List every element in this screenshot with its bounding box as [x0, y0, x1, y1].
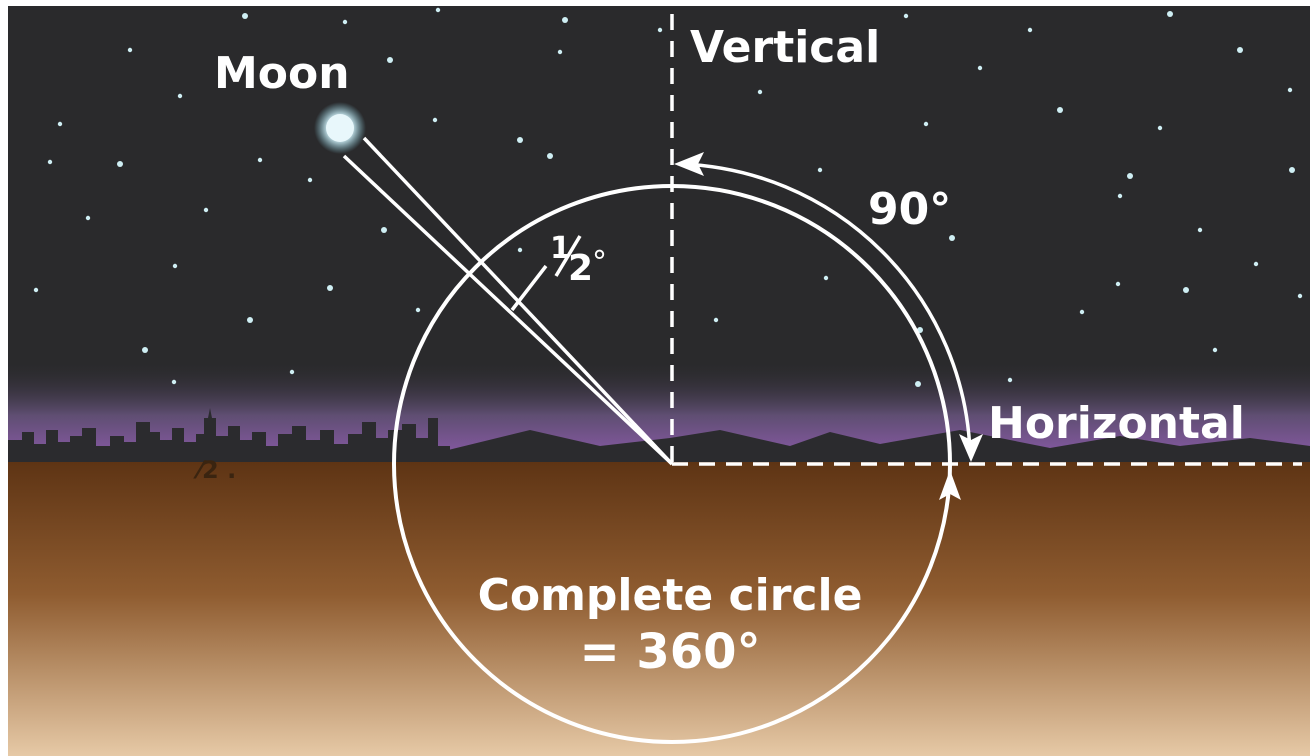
vertical-label: Vertical [690, 22, 880, 73]
half-degree-tick [510, 264, 548, 312]
moon-label: Moon [214, 48, 350, 99]
star [823, 275, 829, 281]
star [517, 137, 523, 143]
star [33, 287, 39, 293]
star [817, 167, 823, 173]
star [203, 207, 209, 213]
star [1289, 167, 1295, 173]
star [177, 93, 183, 99]
star [142, 347, 148, 353]
star [435, 7, 441, 13]
star [1297, 293, 1303, 299]
ground-fragment-text: ⁄2 . [193, 456, 236, 484]
half-degree-fraction-bar [554, 235, 582, 277]
half-degree-denominator: 2 [568, 248, 593, 289]
star [387, 57, 393, 63]
circle-arrowhead [939, 470, 961, 500]
star [342, 19, 348, 25]
star [247, 317, 253, 323]
star [415, 307, 421, 313]
half-degree-symbol: ° [592, 245, 607, 280]
complete-circle-label: Complete circle [478, 570, 863, 621]
star [327, 285, 333, 291]
ground [8, 462, 1310, 756]
right-angle-label: 90° [868, 184, 951, 235]
star [47, 159, 53, 165]
right-angle-arrowhead-bottom [959, 434, 983, 462]
star [903, 13, 909, 19]
star [1057, 107, 1063, 113]
half-degree-label: 1 2 ° [550, 231, 607, 289]
star [289, 369, 295, 375]
right-angle-arrowhead-top [674, 152, 704, 176]
star [1237, 47, 1243, 53]
star [307, 177, 313, 183]
star [547, 153, 553, 159]
star [713, 317, 719, 323]
star [257, 157, 263, 163]
star [1007, 377, 1013, 383]
star [557, 49, 563, 55]
star [57, 121, 63, 127]
star [1127, 173, 1133, 179]
horizontal-label: Horizontal [988, 398, 1245, 449]
star [1117, 193, 1123, 199]
star [1212, 347, 1218, 353]
star [1157, 125, 1163, 131]
star [117, 161, 123, 167]
star [562, 17, 568, 23]
city-skyline [8, 408, 450, 462]
complete-circle [392, 184, 952, 744]
distant-mountains [440, 430, 1310, 462]
right-angle-arc [679, 162, 972, 453]
star [171, 379, 177, 385]
star [923, 121, 929, 127]
star [1079, 309, 1085, 315]
moon [314, 102, 366, 154]
star [949, 235, 955, 241]
star [127, 47, 133, 53]
star [242, 13, 248, 19]
star [1027, 27, 1033, 33]
star [85, 215, 91, 221]
complete-circle-value: = 360° [579, 624, 760, 680]
star [432, 117, 438, 123]
star [977, 65, 983, 71]
star [915, 381, 921, 387]
star [381, 227, 387, 233]
star [172, 263, 178, 269]
star [757, 89, 763, 95]
star [1115, 281, 1121, 287]
star [657, 27, 663, 33]
star [1287, 87, 1293, 93]
star [1183, 287, 1189, 293]
star-field [33, 7, 1303, 387]
star [517, 247, 523, 253]
star [1167, 11, 1173, 17]
moon-sightline-lower [342, 154, 674, 466]
star [1253, 261, 1259, 267]
star [1197, 227, 1203, 233]
